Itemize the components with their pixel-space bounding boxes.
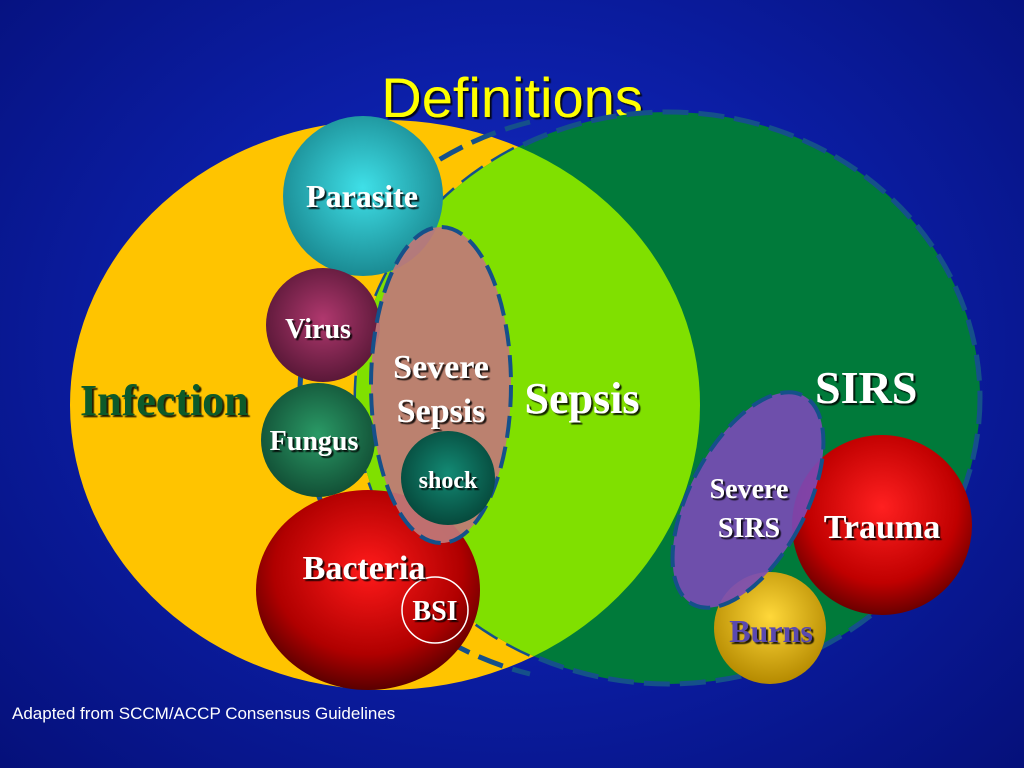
burns-circle bbox=[714, 572, 826, 684]
sepsis-region bbox=[356, 120, 700, 684]
severe-sirs-label-line2: SIRS bbox=[718, 513, 780, 544]
fungus-circle bbox=[261, 383, 375, 497]
virus-circle bbox=[266, 268, 380, 382]
infection-label: Infection bbox=[80, 376, 249, 425]
severe-sepsis-label-line2: Sepsis bbox=[397, 393, 486, 430]
shock-label: shock bbox=[419, 468, 478, 494]
fungus-label: Fungus bbox=[270, 426, 359, 457]
severe-sepsis-label-line1: Severe bbox=[393, 349, 489, 386]
severe-sirs-ellipse bbox=[670, 390, 826, 610]
virus-label: Virus bbox=[285, 314, 351, 345]
sepsis-label: Sepsis bbox=[525, 374, 640, 423]
bacteria-label: Bacteria bbox=[303, 550, 426, 587]
burns-label: Burns bbox=[729, 613, 813, 649]
severe-sirs-label-line1: Severe bbox=[710, 474, 789, 505]
trauma-circle bbox=[792, 435, 972, 615]
sirs-label: SIRS bbox=[815, 362, 917, 413]
bsi-label: BSI bbox=[412, 596, 457, 627]
trauma-label: Trauma bbox=[824, 509, 940, 546]
caption: Adapted from SCCM/ACCP Consensus Guideli… bbox=[12, 704, 396, 723]
parasite-label: Parasite bbox=[306, 178, 418, 214]
bsi-circle bbox=[401, 576, 469, 644]
shock-circle bbox=[401, 431, 495, 525]
parasite-circle bbox=[283, 116, 443, 276]
